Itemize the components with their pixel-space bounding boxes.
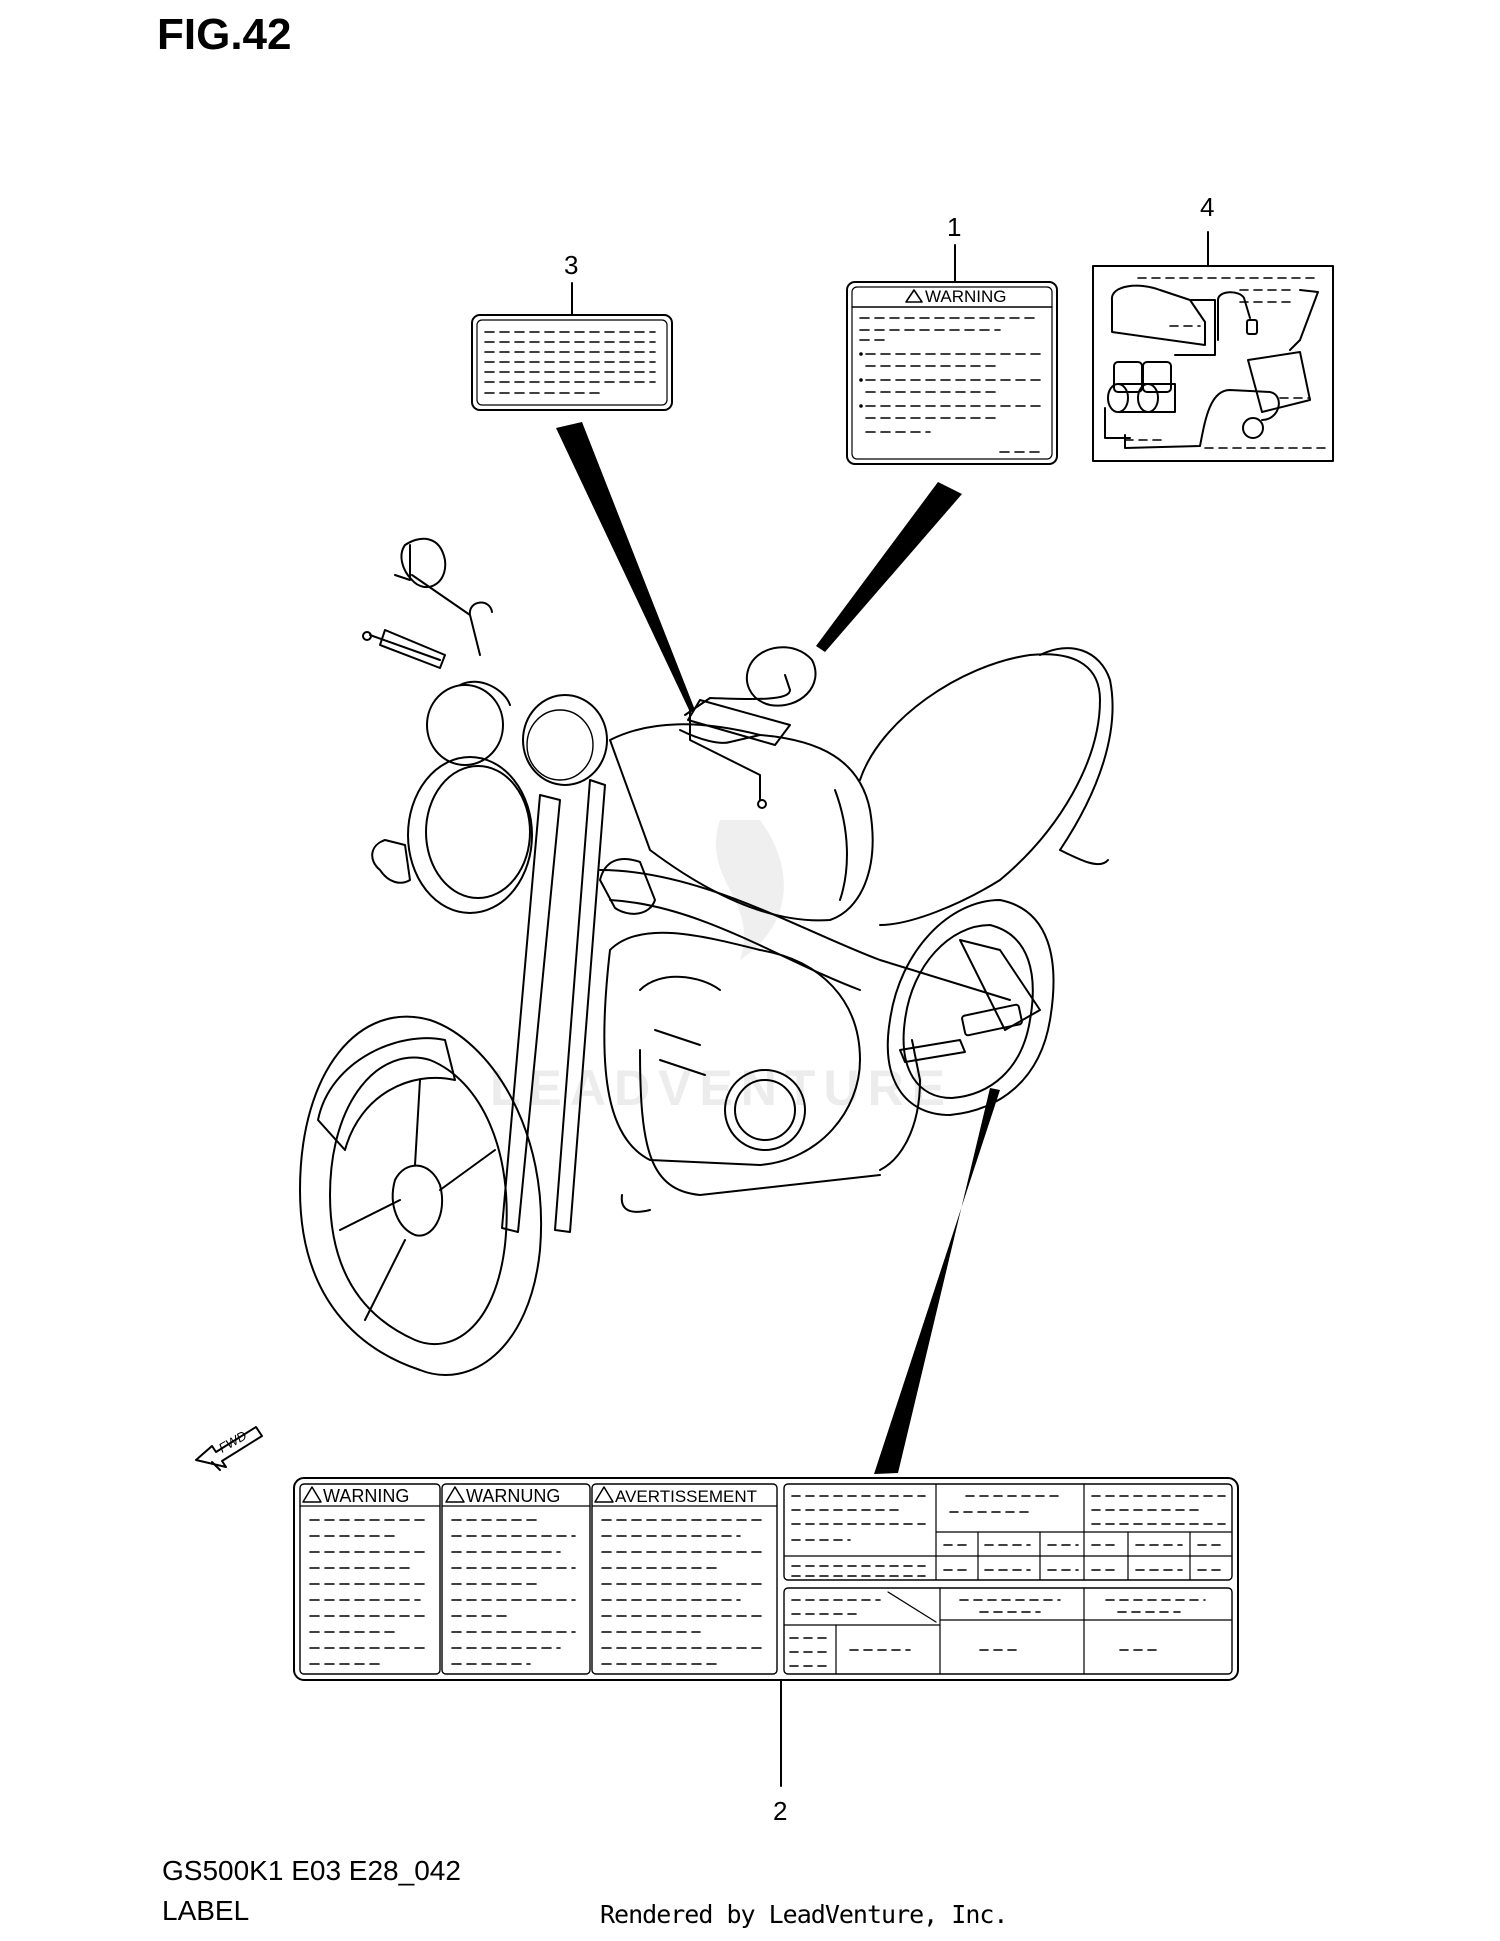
label-2-heading-de: WARNUNG [466,1486,560,1506]
direction-marker: FWD [195,1426,263,1471]
callout-3: 3 [564,250,578,280]
label-2-heading-en: WARNING [323,1486,409,1506]
leader-wedges [556,422,1000,1474]
label-2[interactable] [293,1477,1239,1787]
motorcycle-outline [299,537,1114,1376]
label-1-heading: WARNING [925,287,1007,306]
callout-2: 2 [773,1796,787,1826]
section-label: LABEL [162,1895,250,1926]
label-3[interactable] [471,282,673,411]
watermark: LEADVENTURE [490,820,953,1116]
callout-4: 4 [1200,192,1214,222]
model-code: GS500K1 E03 E28_042 [162,1855,461,1886]
rendered-by: Rendered by LeadVenture, Inc. [600,1900,1008,1929]
watermark-text: LEADVENTURE [490,1060,953,1116]
callout-1: 1 [947,212,961,242]
label-4[interactable] [1092,231,1334,462]
label-2-heading-fr: AVERTISSEMENT [615,1487,757,1506]
figure-title: FIG.42 [157,10,292,59]
label-1[interactable] [846,244,1058,465]
